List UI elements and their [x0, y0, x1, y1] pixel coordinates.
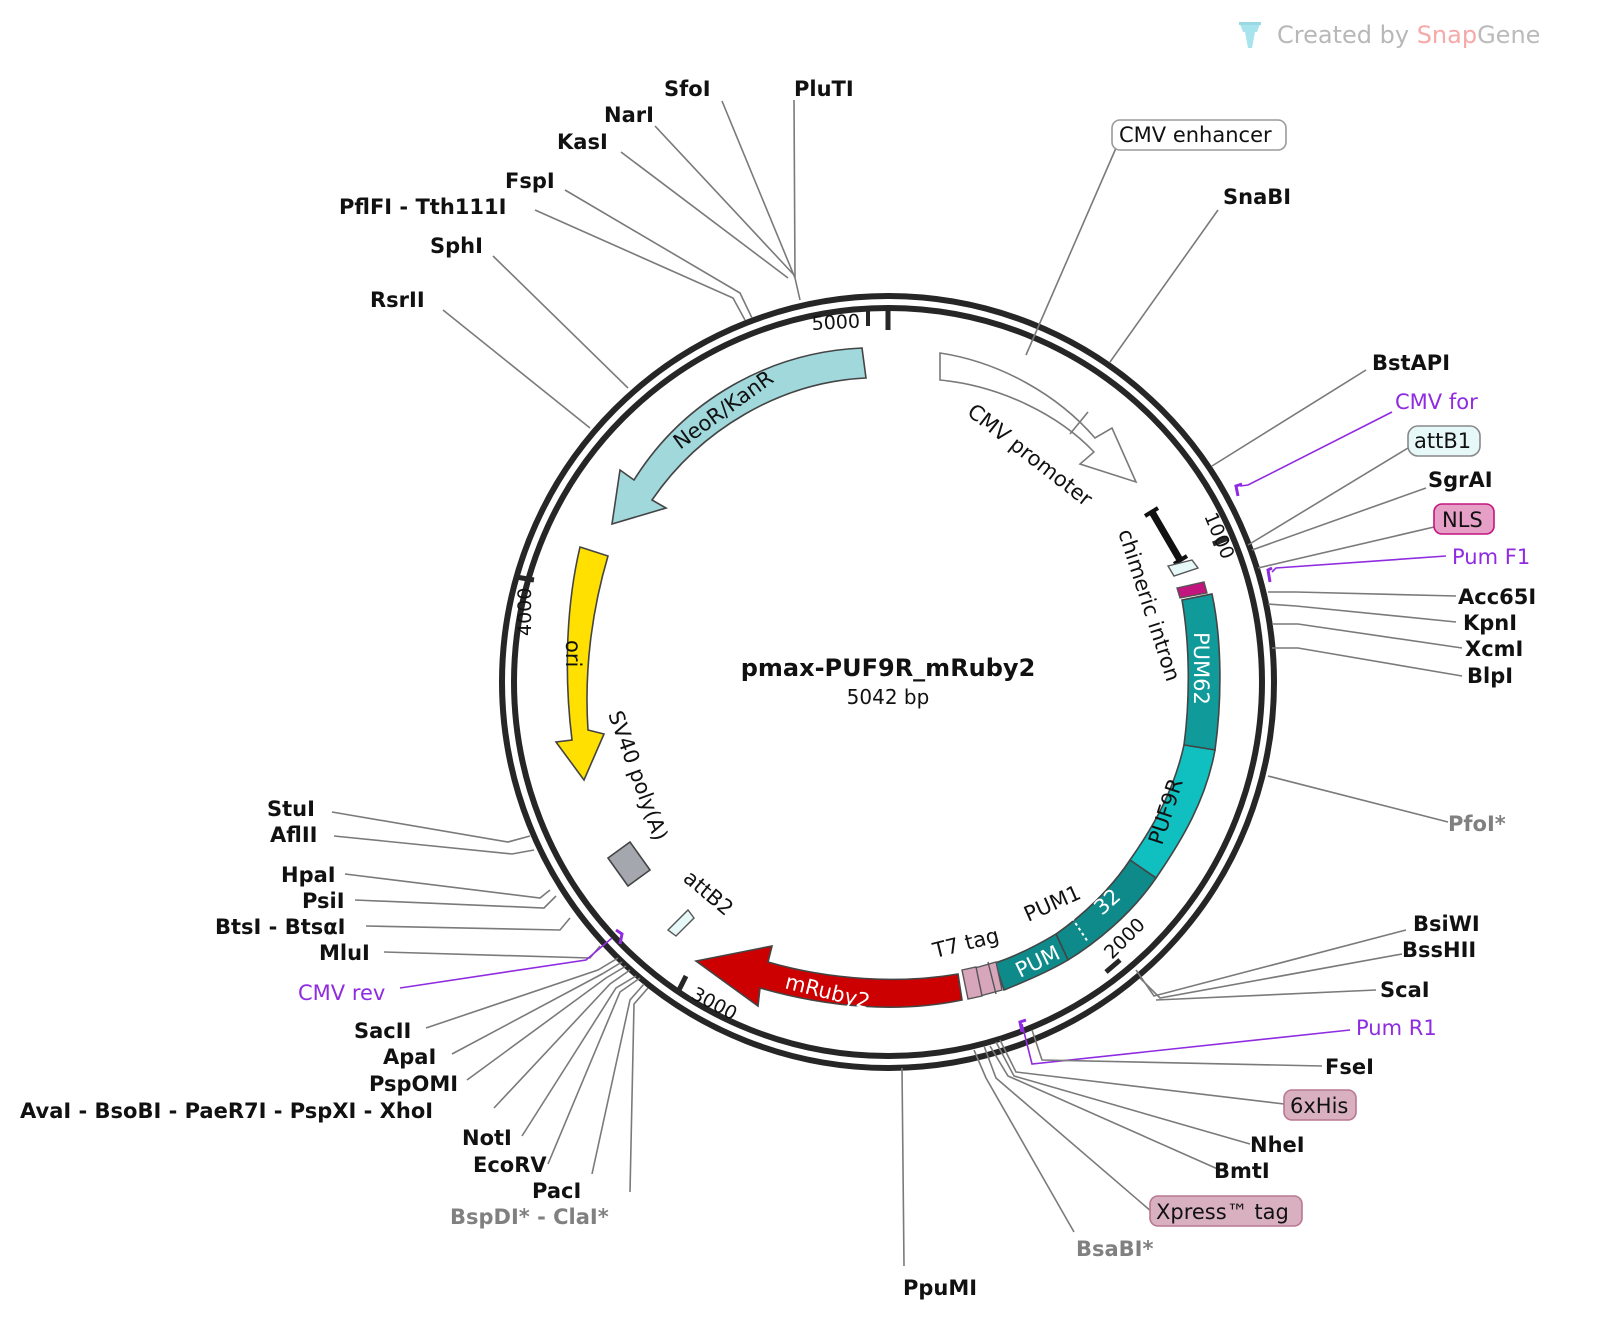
enzyme-nari[interactable]: NarI [604, 103, 654, 127]
xpress-tag-badge[interactable]: Xpress™ tag [1149, 1195, 1303, 1227]
enzyme-fspi[interactable]: FspI [505, 169, 555, 193]
enzyme-psii[interactable]: PsiI [302, 889, 345, 913]
nls-badge[interactable]: NLS [1433, 503, 1495, 535]
enzyme-bmti[interactable]: BmtI [1214, 1159, 1270, 1183]
enzyme-blpi[interactable]: BlpI [1467, 664, 1513, 688]
enzyme-snabi[interactable]: SnaBI [1223, 185, 1291, 209]
tick-label-4000: 4000 [514, 588, 536, 636]
enzyme-aflii[interactable]: AflII [270, 823, 317, 847]
enzyme-nhei[interactable]: NheI [1250, 1133, 1305, 1157]
snapgene-logo-icon [1239, 22, 1261, 48]
cmv-enhancer-badge[interactable]: CMV enhancer [1111, 119, 1287, 151]
enzyme-apai[interactable]: ApaI [383, 1045, 436, 1069]
backbone-inner-ring [511, 305, 1265, 1059]
enzyme-fsei[interactable]: FseI [1325, 1055, 1374, 1079]
sv40-polya-label: SV40 poly(A) [603, 708, 672, 844]
enzyme-paci[interactable]: PacI [532, 1179, 581, 1203]
enzyme-pspomi[interactable]: PspOMI [369, 1072, 458, 1096]
t7-tag-label: T7 tag [929, 923, 1001, 963]
enzyme-ppumi[interactable]: PpuMI [903, 1276, 977, 1300]
watermark-prefix: Created by [1277, 21, 1417, 49]
neor-kanr-arrow [611, 347, 867, 526]
enzyme-pfoi[interactable]: PfoI* [1448, 812, 1506, 836]
tick-label-5000: 5000 [811, 310, 860, 335]
t7-tag-feature [961, 966, 983, 1000]
chimeric-intron-bar [1148, 510, 1184, 562]
enzyme-sphi[interactable]: SphI [430, 234, 483, 258]
nls-label: NLS [1442, 508, 1483, 532]
xpress-tag-label: Xpress™ tag [1156, 1200, 1289, 1224]
enzyme-rsrii[interactable]: RsrII [370, 288, 425, 312]
enzyme-pluti[interactable]: PluTI [794, 77, 854, 101]
attb1-label: attB1 [1414, 429, 1471, 453]
enzyme-stui[interactable]: StuI [267, 797, 315, 821]
pum62-label: PUM62 [1189, 632, 1213, 705]
enzyme-scai[interactable]: ScaI [1380, 978, 1430, 1002]
tick-marks [515, 309, 1229, 994]
primer-markers [615, 482, 1273, 1033]
enzyme-sgrai[interactable]: SgrAI [1428, 468, 1493, 492]
ori-label: ori [561, 640, 585, 667]
enzyme-avai[interactable]: AvaI - BsoBI - PaeR7I - PspXI - XhoI [20, 1099, 433, 1123]
primer-cmv-rev[interactable]: CMV rev [298, 981, 385, 1005]
mruby2-arrow [694, 944, 963, 1008]
leader-lines [331, 99, 1463, 1267]
attb1-badge[interactable]: attB1 [1407, 425, 1481, 457]
enzyme-bsiwi[interactable]: BsiWI [1413, 912, 1480, 936]
enzyme-bstapi[interactable]: BstAPI [1372, 351, 1450, 375]
cmv-enhancer-label: CMV enhancer [1119, 123, 1272, 147]
enzyme-pflfi[interactable]: PflFI - Tth111I [339, 195, 506, 219]
watermark-brand-snap: Snap [1417, 21, 1477, 49]
watermark: Created by SnapGene [1277, 21, 1540, 49]
enzyme-bsabi[interactable]: BsaBI* [1076, 1237, 1153, 1261]
attb1-feature [1166, 559, 1200, 577]
primer-pum-r1[interactable]: Pum R1 [1356, 1016, 1437, 1040]
ori-arrow [554, 545, 609, 782]
plasmid-name: pmax-PUF9R_mRuby2 [741, 654, 1036, 682]
primer-pum-f1[interactable]: Pum F1 [1452, 545, 1530, 569]
enzyme-sacii[interactable]: SacII [354, 1019, 411, 1043]
plasmid-length: 5042 bp [847, 685, 930, 709]
enzyme-bsshii[interactable]: BssHII [1402, 938, 1476, 962]
enzyme-labels: SfoI PluTI NarI KasI FspI PflFI - Tth111… [20, 77, 1536, 1300]
enzyme-btsi[interactable]: BtsI - BtsαI [215, 915, 345, 939]
enzyme-sfoi[interactable]: SfoI [664, 77, 711, 101]
backbone-outer-ring [499, 293, 1277, 1071]
his-tag-badge[interactable]: 6xHis [1283, 1089, 1357, 1121]
sv40-polya-feature [606, 840, 652, 888]
attb2-feature [666, 908, 695, 937]
enzyme-kpni[interactable]: KpnI [1463, 611, 1517, 635]
neor-kanr-label: NeoR/KanR [669, 366, 778, 454]
enzyme-noti[interactable]: NotI [462, 1126, 512, 1150]
nls-feature [1176, 581, 1208, 599]
his-tag-label: 6xHis [1290, 1094, 1348, 1118]
enzyme-hpai[interactable]: HpaI [281, 863, 336, 887]
enzyme-xcmi[interactable]: XcmI [1465, 637, 1523, 661]
enzyme-bspdi[interactable]: BspDI* - ClaI* [450, 1205, 609, 1229]
enzyme-mlui[interactable]: MluI [319, 941, 370, 965]
enzyme-acc65i[interactable]: Acc65I [1458, 585, 1536, 609]
watermark-brand-gene: Gene [1477, 21, 1540, 49]
cmv-promoter-arrow [939, 352, 1138, 484]
primer-cmv-for[interactable]: CMV for [1395, 390, 1478, 414]
enzyme-kasi[interactable]: KasI [557, 130, 608, 154]
enzyme-ecorv[interactable]: EcoRV [473, 1153, 547, 1177]
pum-segment [993, 932, 1070, 992]
cmv-promoter-label: CMV promoter [963, 399, 1097, 511]
